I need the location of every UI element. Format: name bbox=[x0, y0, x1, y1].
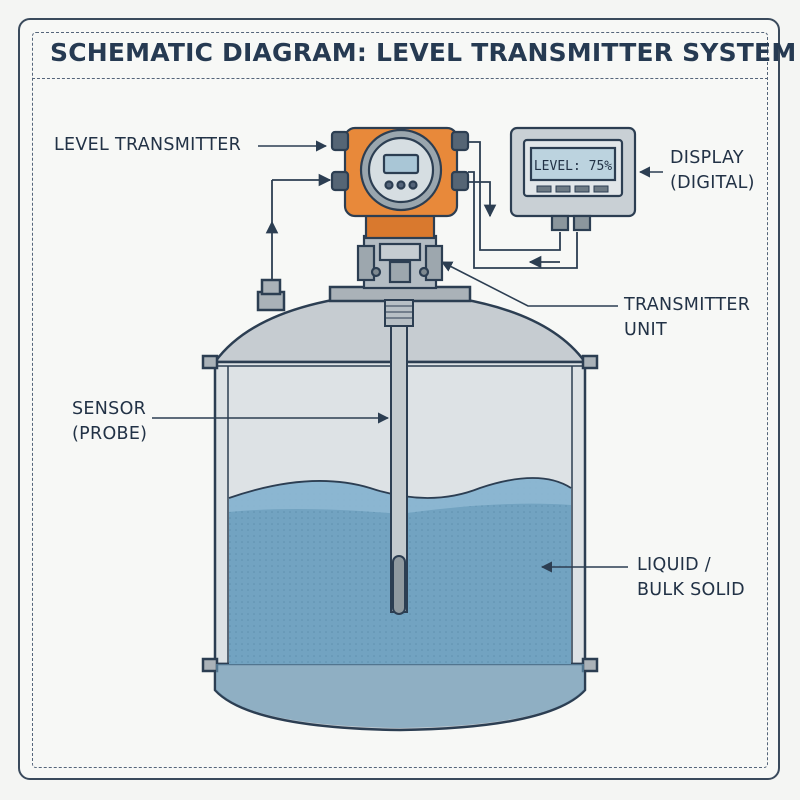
wiring bbox=[265, 141, 578, 280]
label-sensor: SENSOR (PROBE) bbox=[72, 399, 148, 444]
diagram-inner-border bbox=[32, 32, 768, 768]
label-liquid: LIQUID / BULK SOLID bbox=[637, 555, 745, 600]
transmitter-unit bbox=[356, 234, 444, 290]
label-transmitter-unit: TRANSMITTER UNIT bbox=[624, 295, 751, 340]
flange-left-top bbox=[201, 354, 219, 370]
label-level-transmitter: LEVEL TRANSMITTER bbox=[54, 135, 242, 155]
level-transmitter-head bbox=[330, 126, 470, 240]
diagram-title: SCHEMATIC DIAGRAM: LEVEL TRANSMITTER SYS… bbox=[50, 38, 797, 67]
digital-display-unit bbox=[509, 126, 637, 232]
sensor-probe bbox=[384, 299, 414, 615]
leader-transmitter-unit bbox=[441, 261, 618, 307]
display-screen bbox=[529, 146, 617, 182]
flange-right-bottom bbox=[581, 657, 599, 673]
flange-left-bottom bbox=[201, 657, 219, 673]
title-divider bbox=[32, 78, 768, 79]
top-nozzle-plate bbox=[328, 285, 472, 303]
label-display: DISPLAY (DIGITAL) bbox=[670, 148, 755, 193]
flange-right-top bbox=[581, 354, 599, 370]
leader-lines bbox=[152, 140, 663, 573]
display-readout: LEVEL: 75% bbox=[534, 159, 612, 174]
